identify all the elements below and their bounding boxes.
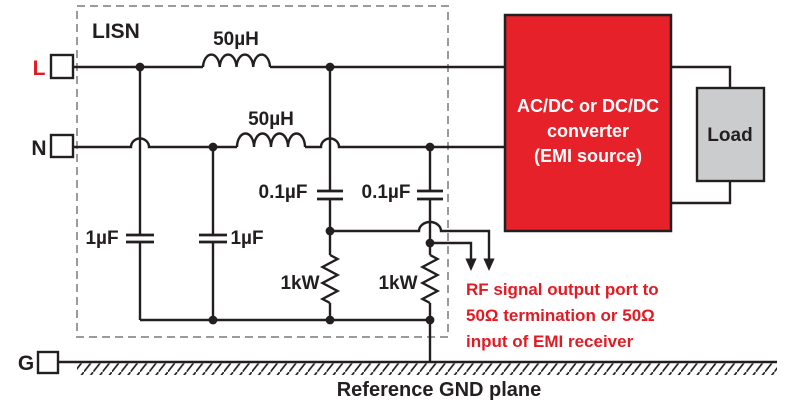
cap-neutral-value: 1µF (230, 228, 263, 249)
cap-neutral-branch (199, 147, 227, 320)
rf-note-line1: RF signal output port to (466, 280, 659, 299)
load-box (695, 86, 766, 183)
rf-note: RF signal output port to 50Ω termination… (466, 280, 659, 351)
ground-plane-label: Reference GND plane (337, 379, 542, 401)
ground-plane (58, 360, 777, 375)
rf-neutral-branch (417, 147, 443, 363)
junction-dot (425, 315, 435, 325)
converter-title-line3: (EMI source) (534, 146, 642, 166)
inductor-line-value: 50µH (213, 29, 259, 50)
junction-dot (135, 62, 145, 72)
junction-dot (208, 315, 218, 325)
rf-output-tap-line (330, 220, 495, 271)
junction-dot (425, 238, 435, 248)
load-label: Load (707, 125, 752, 146)
junction-dot (325, 62, 335, 72)
lisn-dashed-boundary (76, 5, 449, 338)
terminal-neutral-square (49, 133, 75, 159)
resistor-line-symbol (319, 253, 341, 305)
converter-title-line2: converter (547, 121, 629, 141)
rf-line-branch (317, 67, 343, 320)
terminal-ground-square (36, 350, 60, 375)
inductor-line-symbol (201, 53, 272, 68)
junction-dots (135, 62, 435, 325)
converter-title-line1: AC/DC or DC/DC (517, 96, 659, 116)
inductor-neutral-value: 50µH (248, 109, 294, 130)
junction-dot (208, 142, 218, 152)
neutral-conductor-wire (73, 132, 505, 149)
junction-dot (325, 226, 335, 236)
lisn-title: LISN (92, 20, 140, 43)
rf-tap-line-l-with-hop (330, 220, 491, 259)
rf-tap-line-n (430, 241, 473, 259)
converter-to-load-bottom-wire (671, 181, 732, 205)
cap-hf-neutral-value: 0.1µF (362, 182, 411, 203)
terminal-line-square (49, 53, 75, 80)
resistor-neutral-value: 1kW (378, 273, 417, 294)
resistor-line-value: 1kW (280, 273, 319, 294)
cap-hf-line-value: 0.1µF (259, 182, 308, 203)
arrow-down-icon (483, 258, 495, 271)
arrow-down-icon (465, 258, 477, 271)
terminal-ground-label: G (18, 352, 34, 375)
inductor-neutral-symbol (235, 132, 307, 148)
converter-to-load-top-wire (671, 65, 732, 88)
junction-dot (425, 142, 435, 152)
junction-dot (325, 315, 335, 325)
cap-line-branch (126, 67, 154, 320)
terminal-line-label: L (33, 57, 46, 80)
rf-note-line3: input of EMI receiver (466, 332, 634, 351)
converter-box (503, 13, 673, 233)
terminal-neutral-label: N (31, 137, 46, 160)
neutral-wire-hop-right (305, 137, 505, 149)
cap-line-value: 1µF (85, 228, 118, 249)
ground-hatching (77, 363, 777, 375)
rf-note-line2: 50Ω termination or 50Ω (466, 306, 655, 325)
resistor-neutral-symbol (419, 253, 441, 305)
